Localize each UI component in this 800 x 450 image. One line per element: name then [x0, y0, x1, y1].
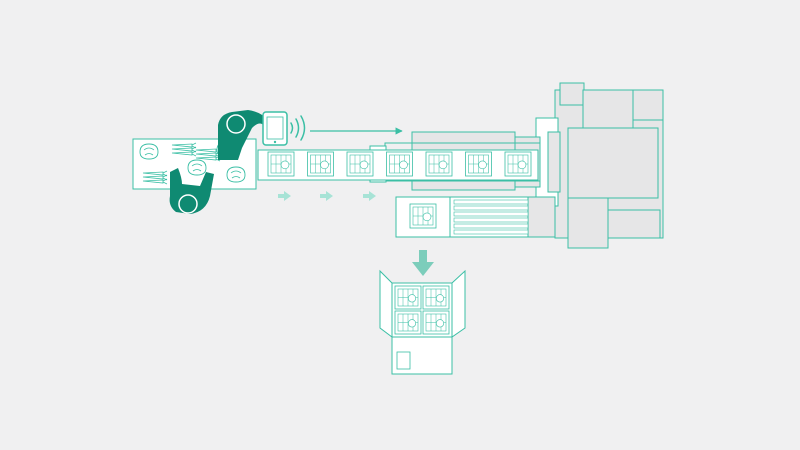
tablet-icon	[262, 111, 288, 146]
carrot-icon	[171, 142, 197, 157]
roller	[453, 199, 529, 205]
roller	[453, 211, 529, 217]
shipping-box-icon	[379, 269, 466, 375]
roller	[453, 229, 529, 235]
movement-arrows	[278, 191, 376, 201]
produce-crate-icon	[307, 151, 334, 177]
conveyor-crates	[267, 151, 532, 177]
roller	[453, 223, 529, 229]
machine-panel	[582, 89, 634, 131]
down-arrow	[412, 250, 434, 276]
machine-top-block	[559, 82, 585, 106]
machine-body	[567, 127, 659, 199]
produce-crate-icon	[409, 203, 437, 229]
carrot-icon	[142, 170, 168, 185]
box-flap-left	[379, 269, 393, 338]
chevron-right-icon	[320, 191, 333, 201]
produce-crate-icon	[386, 151, 413, 177]
produce-crate-icon	[394, 285, 422, 310]
cabbage-icon	[139, 143, 159, 160]
crate-at-station	[409, 203, 437, 229]
produce-items	[139, 141, 246, 185]
box-label	[396, 351, 411, 370]
cabbage-icon	[187, 159, 207, 176]
produce-crate-icon	[267, 151, 295, 177]
cabbage-icon	[226, 166, 246, 183]
roller	[453, 205, 529, 211]
roller-conveyor	[449, 196, 556, 238]
machine-lower-panel	[607, 209, 661, 239]
packing-machine	[535, 82, 664, 249]
packing-station	[395, 196, 451, 238]
produce-crate-icon	[394, 310, 422, 335]
produce-crate-icon	[422, 310, 450, 335]
worker-top	[218, 110, 276, 160]
produce-crate-icon	[425, 151, 453, 177]
machine-side-plate	[547, 131, 561, 193]
machine-lower-panel	[567, 197, 609, 249]
box-flap-right	[451, 269, 466, 338]
produce-crate-icon	[504, 151, 532, 177]
box-crates	[394, 285, 450, 335]
machine-panel	[632, 89, 664, 121]
produce-crate-icon	[465, 151, 492, 177]
chevron-right-icon	[363, 191, 376, 201]
produce-crate-icon	[422, 285, 450, 310]
wireless-signal-icon	[290, 115, 306, 141]
worker-bottom	[169, 168, 214, 214]
produce-crate-icon	[346, 151, 374, 177]
roller	[453, 217, 529, 223]
chevron-right-icon	[278, 191, 291, 201]
conveyor-rollers	[453, 199, 529, 235]
